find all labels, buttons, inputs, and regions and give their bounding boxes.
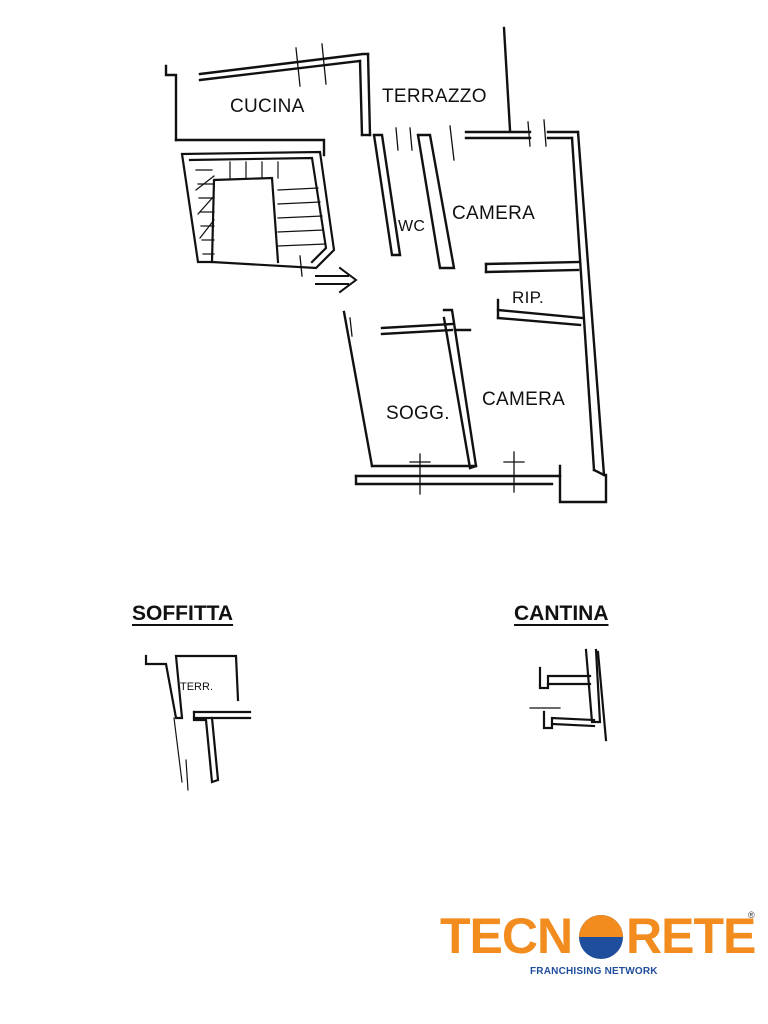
cantina-walls <box>529 648 608 742</box>
room-label-rip: RIP. <box>512 288 545 307</box>
stair-steps <box>195 161 326 255</box>
brand-tagline: FRANCHISING NETWORK <box>530 966 658 977</box>
brand-o-circle-icon <box>579 915 623 959</box>
soffitta-walls <box>144 654 252 791</box>
room-label-terrazzo: TERRAZZO <box>382 86 487 107</box>
opening-marks <box>295 43 547 495</box>
brand-logo: TECN RETE ® FRANCHISING NETWORK <box>440 906 760 986</box>
room-label-camera-1: CAMERA <box>452 203 536 224</box>
entrance-arrow-icon <box>315 266 358 294</box>
registered-mark: ® <box>748 910 755 920</box>
room-label-sogg: SOGG. <box>386 403 450 424</box>
brand-name-part1: TECN <box>440 908 573 964</box>
room-label-wc: WC <box>398 218 426 235</box>
brand-name-part2: RETE <box>626 908 756 964</box>
room-label-camera-2: CAMERA <box>482 389 566 410</box>
room-label-terr: TERR. <box>180 681 213 693</box>
section-title-cantina: CANTINA <box>514 602 609 625</box>
interior-walls <box>342 133 584 470</box>
outer-walls <box>164 26 608 504</box>
room-label-cucina: CUCINA <box>230 96 305 117</box>
section-title-soffitta: SOFFITTA <box>132 602 234 625</box>
